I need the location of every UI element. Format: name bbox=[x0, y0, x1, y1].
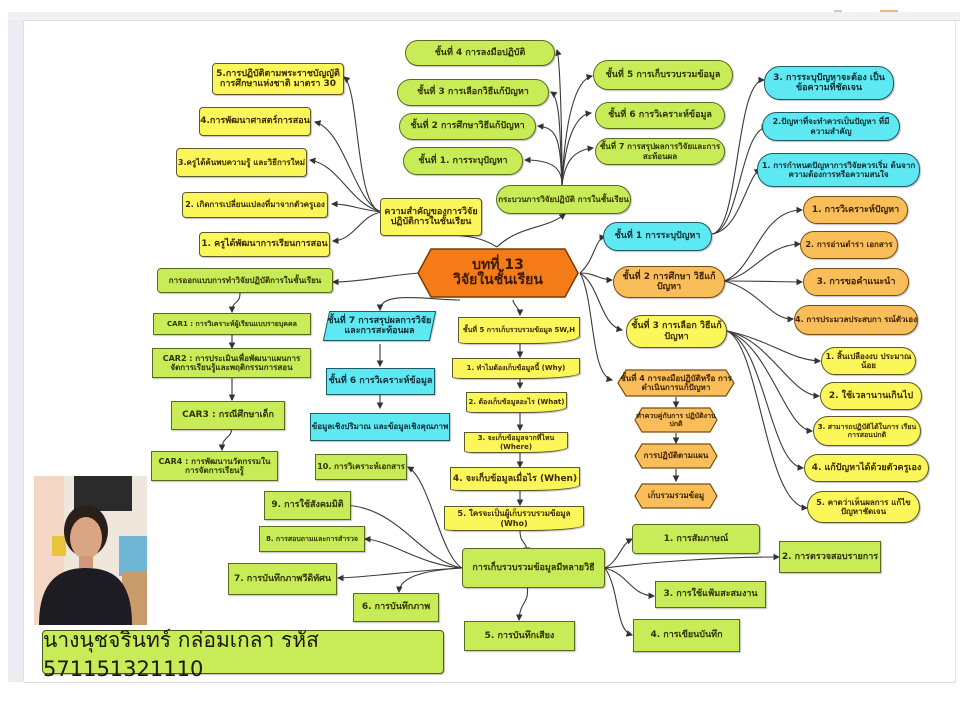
toolbar-mark bbox=[834, 10, 842, 12]
importance-item-4: 4.การพัฒนาศาสตร์การสอน bbox=[199, 107, 311, 136]
step4-title: ชั้นที่ 4 การลงมือปฏิบัติหรือ การดำเนินก… bbox=[617, 369, 735, 397]
toolbar-mark bbox=[880, 10, 898, 12]
step3-title: ชั้นที่ 3 การเลือก วิธีแก้ปัญหา bbox=[626, 315, 727, 348]
step4-item-1: ทำควบคู่กับการ ปฏิบัติงานปกติ bbox=[634, 407, 718, 433]
step6-title: ชั้นที่ 6 การวิเคราะห์ข้อมูล bbox=[326, 368, 435, 395]
process-step-1: ชั้นที่ 1. การระบุปัญหา bbox=[403, 147, 523, 175]
process-step-5: ชั้นที่ 5 การเก็บรวบรวมข้อมูล bbox=[593, 60, 733, 90]
process-step-4: ชั้นที่ 4 การลงมือปฏิบัติ bbox=[405, 40, 555, 66]
step4-item-2: การปฏิบัติตามแผน bbox=[634, 443, 718, 469]
importance-item-5: 5.การปฏิบัติตามพระราชบัญญัติ การศึกษาแห่… bbox=[212, 63, 344, 95]
method-2: 2. การตรวจสอบรายการ bbox=[779, 541, 881, 573]
step2-title: ชั้นที่ 2 การศึกษา วิธีแก้ปัญหา bbox=[613, 266, 725, 298]
method-1: 1. การสัมภาษณ์ bbox=[632, 524, 760, 554]
importance-item-2: 2. เกิดการเปลี่ยนแปลงที่มาจากตัวครูเอง bbox=[182, 192, 328, 218]
step3-item-4: 4. แก้ปัญหาได้ด้วยตัวครูเอง bbox=[804, 454, 929, 482]
step3-item-2: 2. ใช้เวลานานเกินไป bbox=[820, 382, 922, 410]
importance-item-3: 3.ครูได้ค้นพบความรู้ และวิธีการใหม่ bbox=[176, 148, 307, 177]
step2-item-1: 1. การวิเคราะห์ปัญหา bbox=[803, 196, 908, 224]
step2-item-4: 4. การประมวลประสบกา รณ์ตัวเอง bbox=[794, 305, 918, 335]
method-8: 8. การสอบถามและการสำรวจ bbox=[259, 526, 365, 552]
importance-item-1: 1. ครูได้พัฒนาการเรียนการสอน bbox=[199, 232, 330, 257]
step3-item-1: 1. สิ้นเปลืองงบ ประมาณน้อย bbox=[821, 347, 916, 375]
method-7: 7. การบันทึกภาพวีดิทัศน bbox=[228, 563, 337, 595]
method-9: 9. การใช้สังคมมิติ bbox=[264, 491, 351, 520]
step1-item-3: 3. การระบุปัญหาจะต้อง เป็นข้อความที่ชัดเ… bbox=[764, 66, 894, 100]
step5-title: ชั้นที่ 5 การเก็บรวบรวมข้อมูล 5W,H bbox=[458, 317, 580, 344]
methods-title: การเก็บรวบรวมข้อมูลมีหลายวิธี bbox=[462, 548, 605, 588]
step2-item-3: 3. การขอคำแนะนำ bbox=[803, 268, 909, 296]
step1-item-2: 2.ปัญหาที่จะทำควรเป็นปัญหา ที่มีความสำคั… bbox=[762, 112, 900, 141]
viewer-sidebar bbox=[8, 20, 24, 682]
design-car1: CAR1 : การวิเคราะห์ผู้เรียนแบบรายบุคคล bbox=[153, 313, 311, 335]
process-step-3: ชั้นที่ 3 การเลือกวิธีแก้ปัญหา bbox=[397, 79, 549, 106]
step3-item-5: 5. คาดว่าเห็นผลการ แก้ไขปัญหาชัดเจน bbox=[807, 491, 920, 523]
method-4: 4. การเขียนบันทึก bbox=[633, 619, 740, 652]
author-photo bbox=[34, 476, 147, 625]
design-car2: CAR2 : การประเมินเพื่อพัฒนาแผนการ จัดการ… bbox=[152, 348, 311, 378]
method-3: 3. การใช้แฟ้มสะสมงาน bbox=[655, 581, 766, 608]
step5-when: 4. จะเก็บข้อมูลเมื่อไร (When) bbox=[450, 467, 580, 491]
step4-item-3: เก็บรวมรวมข้อมู bbox=[634, 483, 718, 509]
process-step-6: ชั้นที่ 6 การวิเคราะห์ข้อมูล bbox=[595, 102, 725, 129]
step1-title: ชั้นที่ 1 การระบุปัญหา bbox=[603, 222, 712, 251]
process-step-2: ชั้นที่ 2 การศึกษาวิธีแก้ปัญหา bbox=[399, 113, 536, 140]
center-line-2: วิจัยในชั้นเรียน bbox=[453, 272, 543, 288]
method-5: 5. การบันทึกเสียง bbox=[464, 621, 575, 651]
author-banner: นางนุชจรินทร์ กล่อมเกลา รหัส 57115132111… bbox=[42, 628, 444, 681]
step3-item-3: 3. สามารถปฏิบัติได้ในการ เรียนการสอนปกติ bbox=[813, 416, 921, 446]
design-car4: CAR4 : การพัฒนานวัตกรรมใน การจัดการเรียน… bbox=[151, 451, 278, 481]
method-6: 6. การบันทึกภาพ bbox=[353, 593, 439, 622]
step1-item-1: 1. การกำหนดปัญหาการวิจัยควรเริ่ม ต้นจากค… bbox=[757, 153, 920, 187]
step5-why: 1. ทำไมต้องเก็บข้อมูลนี้ (Why) bbox=[452, 358, 580, 379]
design-title: การออกแบบการทำวิจัยปฏิบัติการในชั้นเรียน bbox=[157, 268, 333, 293]
center-line-1: บทที่ 13 bbox=[472, 256, 524, 273]
step5-what: 2. ต้องเก็บข้อมูลอะไร (What) bbox=[466, 392, 567, 413]
step5-where: 3. จะเก็บข้อมูลจากที่ไหน (Where) bbox=[464, 432, 568, 453]
process-step-7: ชั้นที่ 7 การสรุปผลการวิจัยและการ สะท้อน… bbox=[595, 138, 725, 165]
step7-title: ชั้นที่ 7 การสรุปผลการวิจัย และการสะท้อน… bbox=[322, 311, 437, 341]
step5-who: 5. ใครจะเป็นผู้เก็บรวบรวมข้อมูล (Who) bbox=[444, 506, 584, 531]
importance-title: ความสำคัญของการวิจัย ปฏิบัติการในชั้นเรี… bbox=[380, 198, 482, 236]
step2-item-2: 2. การอ่านตำรา เอกสาร bbox=[800, 231, 898, 259]
method-10: 10. การวิเคราะห์เอกสาร bbox=[315, 454, 407, 480]
window-top-bar bbox=[8, 12, 960, 21]
design-car3: CAR3 : กรณีศึกษาเด็ก bbox=[171, 401, 285, 430]
data-types: ข้อมูลเชิงปริมาณ และข้อมูลเชิงคุณภาพ bbox=[310, 413, 450, 441]
process-title: กระบวนการวิจัยปฏิบัติ การในชั้นเรียน bbox=[496, 185, 631, 214]
